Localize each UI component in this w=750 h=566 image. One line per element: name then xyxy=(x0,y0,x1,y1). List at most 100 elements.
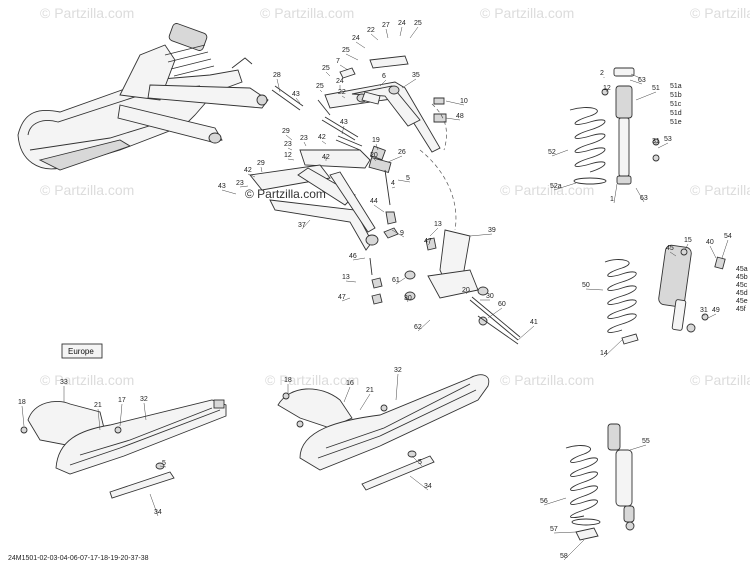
callout-24: 24 xyxy=(336,78,344,85)
callout-51a: 51a xyxy=(670,83,682,90)
callout-leader xyxy=(669,251,677,257)
callout-41: 41 xyxy=(530,319,538,326)
callout-25: 25 xyxy=(316,83,324,90)
callout-leader xyxy=(325,71,331,77)
callout-leader xyxy=(341,297,351,302)
spring-front xyxy=(569,107,607,185)
callout-leader xyxy=(343,386,351,403)
callout-26: 26 xyxy=(398,149,406,156)
europe-label: Europe xyxy=(68,347,94,356)
callout-leader xyxy=(709,245,717,259)
callout-34: 34 xyxy=(154,509,162,516)
callout-leader xyxy=(359,393,371,411)
callout-leader xyxy=(391,229,405,238)
callout-leader xyxy=(285,134,293,141)
watermark: © Partzilla.com xyxy=(690,5,750,21)
callout-20: 20 xyxy=(462,287,470,294)
callout-43: 43 xyxy=(340,119,348,126)
callout-35: 35 xyxy=(412,72,420,79)
callout-leader xyxy=(429,227,439,237)
callout-51c: 51c xyxy=(670,101,682,108)
callout-18: 18 xyxy=(284,377,292,384)
callout-17: 17 xyxy=(118,397,126,404)
callout-20: 20 xyxy=(370,152,378,159)
callout-leader xyxy=(303,141,307,147)
watermark: © Partzilla.com xyxy=(500,372,594,388)
callout-leader xyxy=(385,28,389,39)
ski-europe: Europe xyxy=(20,343,227,499)
callout-leader xyxy=(143,402,147,421)
callout-49: 49 xyxy=(712,307,720,314)
callout-leader xyxy=(707,313,717,319)
callout-leader xyxy=(397,179,411,183)
callout-47: 47 xyxy=(424,238,432,245)
callout-19: 19 xyxy=(372,137,380,144)
callout-39: 39 xyxy=(488,227,496,234)
callout-54: 54 xyxy=(724,233,732,240)
callout-27: 27 xyxy=(382,22,390,29)
callout-43: 43 xyxy=(218,183,226,190)
callout-31: 31 xyxy=(700,307,708,314)
callout-51b: 51b xyxy=(670,92,682,99)
callout-24: 24 xyxy=(352,35,360,42)
callout-25: 25 xyxy=(342,47,350,54)
callout-leader xyxy=(341,95,346,99)
callout-leader xyxy=(375,143,379,151)
callout-leader xyxy=(395,277,406,285)
callout-7: 7 xyxy=(336,58,340,65)
callout-45a: 45a xyxy=(736,266,748,273)
callout-leader xyxy=(563,539,585,561)
callout-leader xyxy=(21,405,25,427)
watermark: © Partzilla.com xyxy=(40,5,134,21)
callout-leader xyxy=(629,444,647,451)
europe-label-box xyxy=(61,343,103,359)
callout-leader xyxy=(487,307,503,319)
callout-48: 48 xyxy=(456,113,464,120)
callout-leader xyxy=(149,493,159,517)
callout-63: 63 xyxy=(640,195,648,202)
callout-leader xyxy=(553,182,577,191)
shock-absorber-rear xyxy=(658,244,726,333)
callout-21: 21 xyxy=(94,402,102,409)
callout-leader xyxy=(657,142,669,149)
callout-leader xyxy=(684,243,689,251)
callout-51e: 51e xyxy=(670,119,682,126)
callout-leader xyxy=(629,79,643,85)
callout-50: 50 xyxy=(582,282,590,289)
callout-leader xyxy=(287,147,293,151)
a-arm-assembly xyxy=(249,55,521,341)
watermark: © Partzilla.com xyxy=(690,182,750,198)
callout-5: 5 xyxy=(406,175,410,182)
callout-leader xyxy=(445,100,465,106)
callout-leader xyxy=(409,475,429,491)
callout-6: 6 xyxy=(382,73,386,80)
bolt-41 xyxy=(477,315,519,345)
callout-53: 53 xyxy=(664,136,672,143)
callout-24: 24 xyxy=(398,20,406,27)
callout-32: 32 xyxy=(394,367,402,374)
callout-44: 44 xyxy=(370,198,378,205)
callout-4: 4 xyxy=(391,180,395,187)
spring-bottom xyxy=(565,445,601,541)
watermark: © Partzilla.com xyxy=(480,5,574,21)
callout-13: 13 xyxy=(342,274,350,281)
watermark: © Partzilla.com xyxy=(40,182,134,198)
callout-45d: 45d xyxy=(736,290,748,297)
callout-57: 57 xyxy=(550,526,558,533)
callout-leader xyxy=(373,158,377,162)
watermark: © Partzilla.com xyxy=(260,5,354,21)
spring-rear xyxy=(604,259,639,345)
callout-leader xyxy=(260,166,263,173)
callout-47: 47 xyxy=(338,294,346,301)
callout-leader xyxy=(409,26,419,39)
callout-32: 32 xyxy=(140,396,148,403)
callout-43: 43 xyxy=(292,91,300,98)
callout-leader xyxy=(345,53,359,61)
callout-leader xyxy=(352,257,366,261)
callout-62: 62 xyxy=(414,324,422,331)
callout-37: 37 xyxy=(298,222,306,229)
callout-13: 13 xyxy=(434,221,442,228)
callout-22: 22 xyxy=(338,89,346,96)
